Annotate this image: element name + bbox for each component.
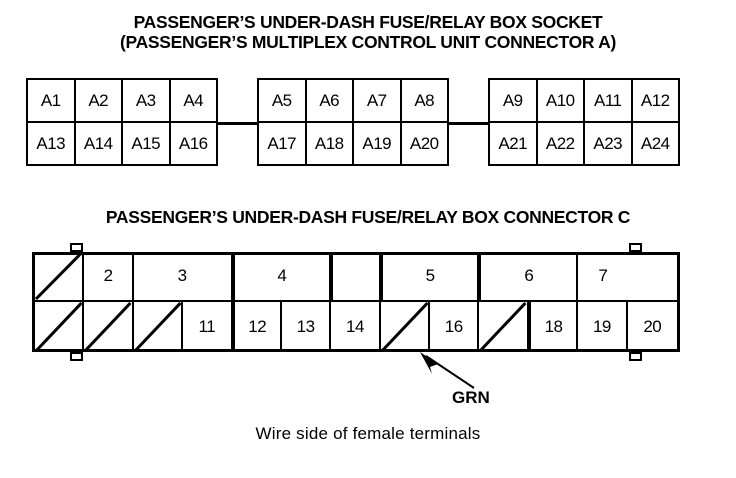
terminal-label: 19 [592,317,611,336]
terminal-bottom-blank-3[interactable] [134,302,184,352]
terminal-a24[interactable]: A24 [640,133,670,153]
unused-terminal-slash-icon [35,302,82,352]
unused-terminal-slash-icon [479,302,526,352]
terminal-bottom-blank-8[interactable] [381,302,431,352]
terminal-bottom-blank-1[interactable] [35,302,85,352]
unused-terminal-slash-icon [134,302,181,352]
terminal-18[interactable]: 18 [528,302,579,352]
terminal-a7[interactable]: A7 [354,80,402,121]
terminal-14[interactable]: 14 [331,302,381,352]
connector-c-title: PASSENGER’S UNDER-DASH FUSE/RELAY BOX CO… [105,207,631,227]
unused-terminal-slash-icon [381,302,428,352]
terminal-5[interactable]: 5 [380,252,480,300]
terminal-3[interactable]: 3 [134,252,233,300]
terminal-a23[interactable]: A23 [585,123,633,164]
terminal-a13[interactable]: A13 [28,123,76,164]
terminal-2[interactable]: 2 [84,252,134,300]
terminal-label: 3 [177,266,187,285]
terminal-a9[interactable]: A9 [490,80,538,121]
connector-c-frame [32,252,680,352]
terminal-label: 7 [598,266,608,285]
terminal-label: 20 [643,317,662,336]
mounting-tab-top-left [70,243,83,252]
terminal-7[interactable]: 7 [578,252,627,300]
terminal-a5[interactable]: A5 [259,80,307,121]
unused-terminal-slash-icon [84,302,131,352]
terminal-label: 5 [425,266,435,285]
terminal-a18[interactable]: A18 [307,123,354,164]
terminal-19[interactable]: 19 [578,302,628,352]
figure-caption: Wire side of female terminals [255,424,481,443]
terminal-a17[interactable]: A17 [259,123,307,164]
terminal-label: 16 [444,317,463,336]
terminal-12[interactable]: 12 [232,302,282,352]
mounting-tab-top-right [629,243,642,252]
connector-a-link-bar-2 [449,122,488,125]
connector-a-title-line2: (PASSENGER’S MULTIPLEX CONTROL UNIT CONN… [119,32,617,52]
terminal-label: 14 [346,317,364,336]
terminal-4[interactable]: 4 [232,252,332,300]
terminal-a6[interactable]: A6 [307,80,354,121]
terminal-11[interactable]: 11 [183,302,233,352]
unused-terminal-slash-icon [35,252,82,300]
terminal-a2[interactable]: A2 [76,80,123,121]
terminal-label: 11 [198,317,216,336]
terminal-top-blank-1[interactable] [35,252,85,300]
terminal-a12[interactable]: A12 [640,90,670,110]
terminal-label: 4 [277,266,287,285]
terminal-20[interactable]: 20 [628,302,677,352]
terminal-bottom-blank-2[interactable] [84,302,134,352]
grn-callout: GRN [418,352,538,408]
terminal-a8[interactable]: A8 [414,90,435,110]
mounting-tab-bottom-right [629,352,642,361]
terminal-label: 6 [524,266,534,285]
mounting-tab-bottom-left [70,352,83,361]
terminal-a14[interactable]: A14 [76,123,123,164]
terminal-13[interactable]: 13 [282,302,332,352]
terminal-a10[interactable]: A10 [538,80,585,121]
grn-arrow-icon [420,352,475,389]
connector-a-title-line1: PASSENGER’S UNDER-DASH FUSE/RELAY BOX SO… [133,12,603,32]
terminal-a19[interactable]: A19 [354,123,402,164]
terminal-label: 13 [296,317,315,336]
terminal-label: 2 [103,266,113,285]
terminal-a11[interactable]: A11 [585,80,633,121]
connector-a-title: PASSENGER’S UNDER-DASH FUSE/RELAY BOX SO… [0,12,736,52]
connector-c-top-row: 2 3 4 5 6 7 [32,252,680,302]
terminal-label: 18 [544,317,563,336]
terminal-label: 12 [248,317,267,336]
terminal-16[interactable]: 16 [430,302,480,352]
terminal-a4[interactable]: A4 [183,90,204,110]
terminal-a22[interactable]: A22 [538,123,585,164]
terminal-a21[interactable]: A21 [490,123,538,164]
terminal-a3[interactable]: A3 [123,80,171,121]
connector-a-link-bar-1 [218,122,257,125]
terminal-6[interactable]: 6 [479,252,579,300]
terminal-top-blank-5[interactable] [331,252,381,300]
connector-c-diagram: 2 3 4 5 6 7 11 12 13 14 16 18 19 20 [32,243,680,361]
terminal-a1[interactable]: A1 [28,80,76,121]
connector-c-bottom-row: 11 12 13 14 16 18 19 20 [32,302,680,352]
terminal-a20[interactable]: A20 [409,133,439,153]
grn-label: GRN [452,388,490,407]
terminal-bottom-blank-10[interactable] [479,302,529,352]
terminal-a16[interactable]: A16 [178,133,208,153]
terminal-a15[interactable]: A15 [123,123,171,164]
